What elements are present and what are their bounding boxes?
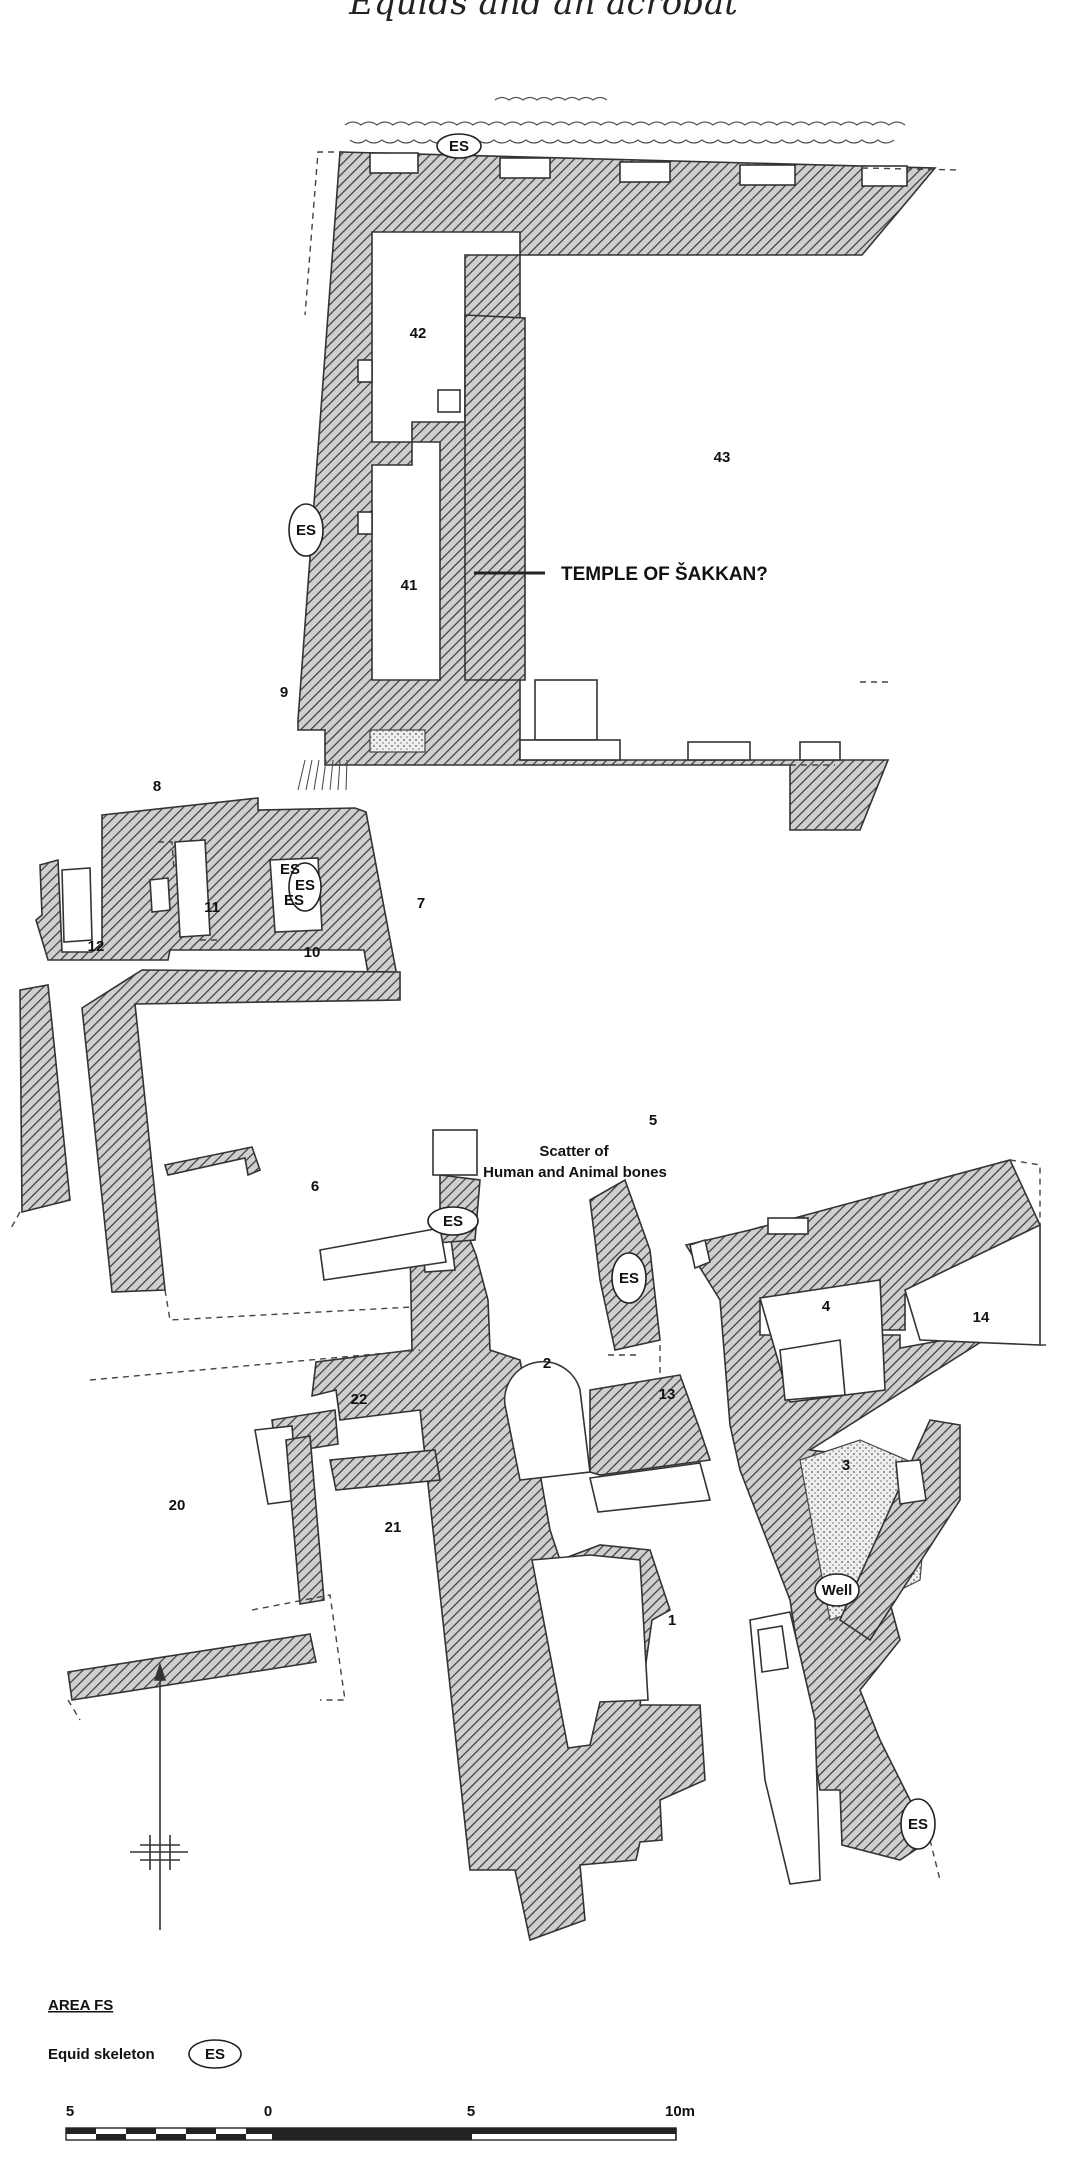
temple-trace-dashed	[304, 151, 961, 766]
equid-marker-room-13: ES	[611, 1252, 647, 1304]
room-label-22: 22	[351, 1391, 368, 1408]
room-4-bench	[779, 1339, 846, 1401]
room-11-interior	[174, 839, 211, 938]
north-arrow-icon	[130, 1662, 188, 1930]
room-41-chamber	[371, 441, 441, 681]
room-13-trace	[608, 1345, 661, 1378]
room-label-42: 42	[410, 325, 427, 342]
east-complex	[684, 1159, 1050, 1885]
scale-tick-2: 5	[467, 2103, 475, 2120]
room-6-walls	[9, 969, 451, 1321]
room-label-21: 21	[385, 1519, 402, 1536]
page-title: Equids and an acrobat	[349, 0, 738, 23]
scatter-annotation-line1: Scatter of	[539, 1143, 609, 1160]
room-label-1: 1	[668, 1612, 676, 1629]
room-6-trace-dashed	[9, 1211, 451, 1321]
room-label-11: 11	[204, 899, 220, 916]
temple-paving-patch	[369, 729, 426, 753]
room-label-12: 12	[88, 938, 105, 955]
nw-main-wall	[35, 797, 401, 997]
rubble-line	[344, 96, 906, 144]
equid-marker-label: ES	[619, 1270, 639, 1287]
equid-marker-label: ES	[280, 861, 300, 878]
room-label-13: 13	[659, 1386, 676, 1403]
equid-marker-label: ES	[284, 892, 304, 909]
nw-trace-dashed	[158, 841, 222, 941]
equid-marker-west-temple: ES	[288, 503, 324, 557]
room-label-9: 9	[280, 684, 288, 701]
equid-marker-room-10-cluster: ES ES ES	[280, 861, 322, 912]
equid-marker-label: ES	[295, 877, 315, 894]
temple-complex	[297, 151, 961, 831]
semicircle-court	[503, 1360, 591, 1481]
legend-es-symbol-label: ES	[205, 2046, 225, 2063]
wall-21-22-column	[285, 1435, 325, 1605]
room-label-6: 6	[311, 1178, 319, 1195]
wall-room-21	[329, 1449, 441, 1491]
equid-marker-label: ES	[296, 522, 316, 539]
scale-tick-1: 0	[264, 2103, 272, 2120]
equid-marker-label: ES	[443, 1213, 463, 1230]
nw-building	[35, 797, 401, 997]
corridor-west-room-1	[589, 1462, 712, 1513]
east-trace-dashed	[929, 1159, 1050, 1881]
temple-wall-niches	[357, 152, 908, 761]
room-3-niche	[895, 1459, 927, 1505]
temple-threshold	[519, 739, 621, 761]
room-label-43: 43	[714, 449, 731, 466]
equid-marker-label: ES	[449, 138, 469, 155]
north-niche	[432, 1129, 478, 1176]
room-label-5: 5	[649, 1112, 657, 1129]
east-small-room	[757, 1625, 789, 1673]
legend-es-symbol: ES	[188, 2039, 242, 2069]
legend-equid-skeleton-label: Equid skeleton	[48, 2046, 155, 2063]
scale-tick-0: 5	[66, 2103, 74, 2120]
room-label-2: 2	[543, 1355, 551, 1372]
well-label: Well	[822, 1582, 853, 1599]
room-label-10: 10	[304, 944, 321, 961]
room-label-4: 4	[822, 1298, 831, 1315]
equid-marker-southeast: ES	[900, 1798, 936, 1850]
scale-tick-3: 10m	[665, 2103, 695, 2120]
room-12-passage	[61, 867, 93, 943]
room-label-3: 3	[842, 1457, 850, 1474]
room-20-21-trace	[67, 1190, 471, 1721]
north-bench	[319, 1227, 447, 1281]
east-south-rooms	[749, 1611, 821, 1885]
scatter-annotation-line2: Human and Animal bones	[483, 1164, 667, 1181]
east-door-niche	[767, 1217, 809, 1235]
temple-annotation: TEMPLE OF ŠAKKAN?	[561, 563, 768, 585]
wall-lower-long	[311, 1239, 706, 1942]
scale-bar: 5 0 5 10m	[65, 2103, 695, 2141]
room-1-interior	[531, 1554, 649, 1749]
legend-area-title: AREA FS	[48, 1997, 113, 2014]
equid-marker-well: Well	[814, 1573, 860, 1607]
equid-marker-label: ES	[908, 1816, 928, 1833]
wall-diagonal-sw	[67, 1633, 317, 1701]
temple-doorway	[534, 679, 598, 741]
room-label-7: 7	[417, 895, 425, 912]
room-label-8: 8	[153, 778, 161, 795]
temple-steps	[297, 759, 348, 791]
far-west-wall	[19, 984, 71, 1214]
room-label-41: 41	[401, 577, 418, 594]
room-6-west-wall	[81, 969, 401, 1293]
room-label-20: 20	[169, 1497, 186, 1514]
temple-inner-wall	[464, 314, 526, 681]
room-13-corridor-wall	[589, 1374, 712, 1476]
room-label-14: 14	[973, 1309, 990, 1326]
east-doorway	[689, 1238, 711, 1270]
equid-marker-courtyard-5: ES	[427, 1206, 479, 1236]
room-6-stub-wall	[163, 1146, 262, 1177]
room-8-gap	[149, 877, 171, 913]
equid-marker-top: ES	[436, 133, 482, 159]
